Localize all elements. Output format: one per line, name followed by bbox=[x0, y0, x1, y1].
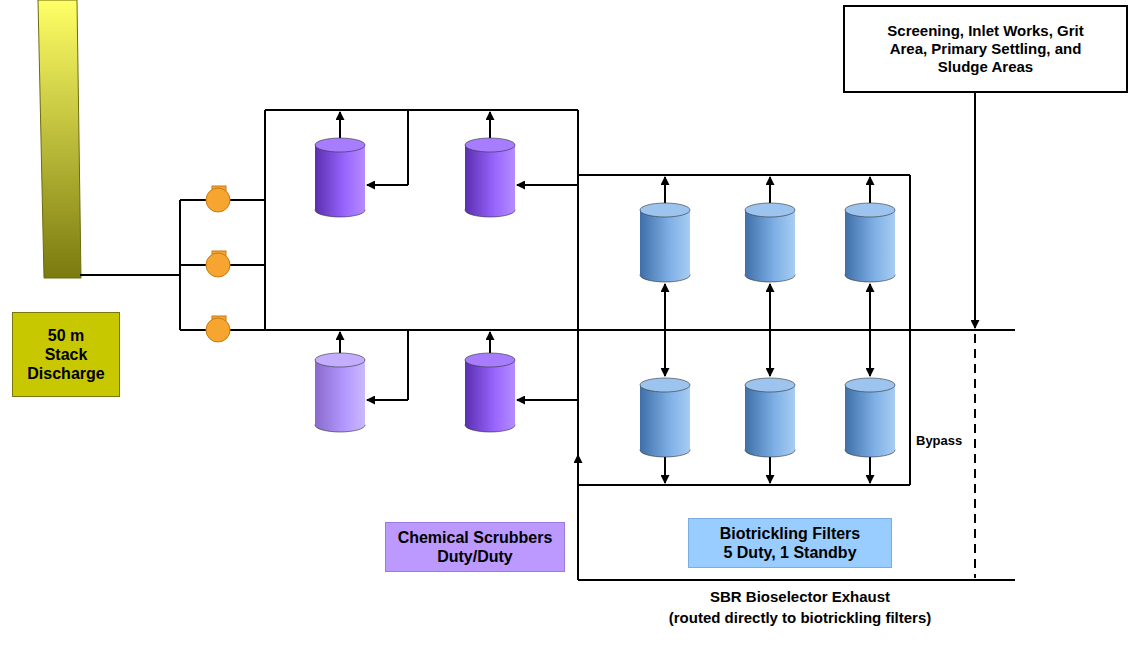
vessel-body bbox=[745, 385, 795, 450]
text-stack: Biotrickling Filters5 Duty, 1 Standby bbox=[720, 524, 860, 562]
text-stack: Chemical ScrubbersDuty/Duty bbox=[398, 528, 553, 566]
bypass-label: Bypass bbox=[916, 433, 962, 449]
vessel-body bbox=[745, 210, 795, 275]
flow-arrows bbox=[340, 93, 975, 483]
vessels bbox=[315, 138, 895, 457]
node-subtitle: 5 Duty, 1 Standby bbox=[723, 543, 856, 562]
group-label-box: Chemical ScrubbersDuty/Duty bbox=[385, 522, 565, 572]
text-stack: 50 m Stack Discharge bbox=[26, 326, 106, 384]
node-title: Screening, Inlet Works, Grit Area, Prima… bbox=[883, 22, 1088, 76]
vessel-top bbox=[745, 378, 795, 392]
group-label-box: Biotrickling Filters5 Duty, 1 Standby bbox=[688, 518, 892, 568]
vessel-top bbox=[640, 203, 690, 217]
source-box: Screening, Inlet Works, Grit Area, Prima… bbox=[843, 5, 1128, 93]
fans bbox=[206, 186, 230, 342]
vessel-top bbox=[640, 378, 690, 392]
vessel-top bbox=[845, 203, 895, 217]
vessel-body bbox=[845, 210, 895, 275]
vessel-body bbox=[315, 145, 365, 210]
node-title: Biotrickling Filters bbox=[720, 524, 860, 543]
bypass-line bbox=[974, 334, 976, 578]
vessel-top bbox=[315, 353, 365, 367]
vessel-body bbox=[640, 385, 690, 450]
stream-note: (routed directly to biotrickling filters… bbox=[669, 609, 932, 627]
vessel-top bbox=[465, 138, 515, 152]
stream-label: SBR Bioselector Exhaust bbox=[710, 588, 890, 606]
fan bbox=[206, 253, 230, 277]
node-title: Chemical Scrubbers bbox=[398, 528, 553, 547]
node-subtitle: Duty/Duty bbox=[437, 547, 513, 566]
ducts bbox=[80, 110, 1015, 580]
vessel-body bbox=[640, 210, 690, 275]
vessel-top bbox=[465, 353, 515, 367]
vessel-top bbox=[845, 378, 895, 392]
vessel-top bbox=[315, 138, 365, 152]
vessel-body bbox=[845, 385, 895, 450]
stack-box: 50 m Stack Discharge bbox=[12, 312, 120, 397]
vessel-body bbox=[465, 360, 515, 425]
vessel-body bbox=[315, 360, 365, 425]
fan bbox=[206, 318, 230, 342]
vessel-body bbox=[465, 145, 515, 210]
text-stack: Screening, Inlet Works, Grit Area, Prima… bbox=[883, 22, 1088, 76]
fan bbox=[206, 188, 230, 212]
node-title: 50 m Stack Discharge bbox=[26, 326, 106, 384]
stack bbox=[38, 0, 81, 278]
vessel-top bbox=[745, 203, 795, 217]
